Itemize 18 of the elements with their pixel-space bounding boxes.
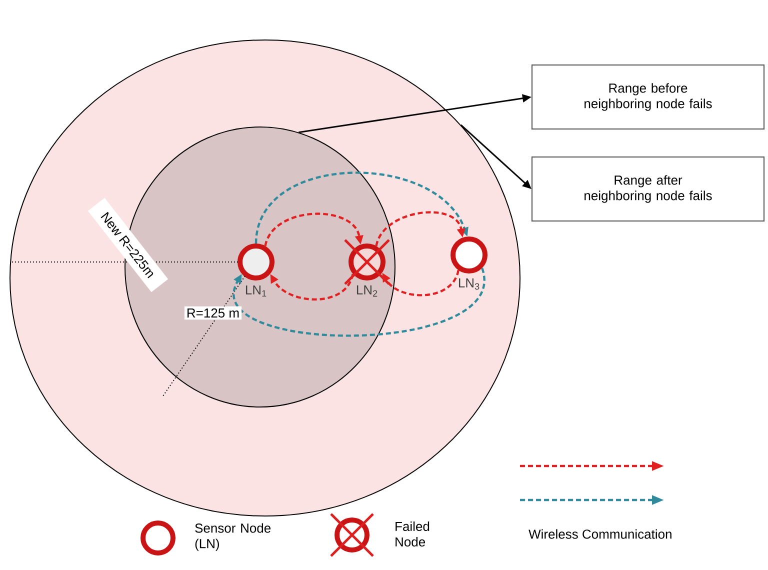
text-box: Range before neighboring node fails: [532, 64, 764, 130]
failed-node-symbol: [344, 238, 390, 286]
arrow: [375, 211, 466, 246]
text-box: Range after neighboring node fails: [532, 156, 764, 222]
node-label: LN$_{3}$: [458, 278, 480, 290]
legend-label: Failed Node: [396, 521, 430, 547]
arrow: [264, 212, 364, 246]
node-label: LN$_{2}$: [356, 285, 378, 297]
legend-label: Wireless Communication: [528, 529, 672, 539]
legend-label: Sensor Node (LN): [195, 523, 271, 551]
sensor-node-symbol: [450, 236, 488, 274]
arrow: [270, 274, 354, 300]
arrow: [254, 172, 468, 244]
radius-label: R=125 m: [184, 306, 242, 320]
sensor-node-symbol: [238, 244, 274, 280]
arrow: [233, 268, 484, 337]
arrow: [382, 270, 460, 296]
node-label: LN$_{1}$: [246, 285, 266, 297]
